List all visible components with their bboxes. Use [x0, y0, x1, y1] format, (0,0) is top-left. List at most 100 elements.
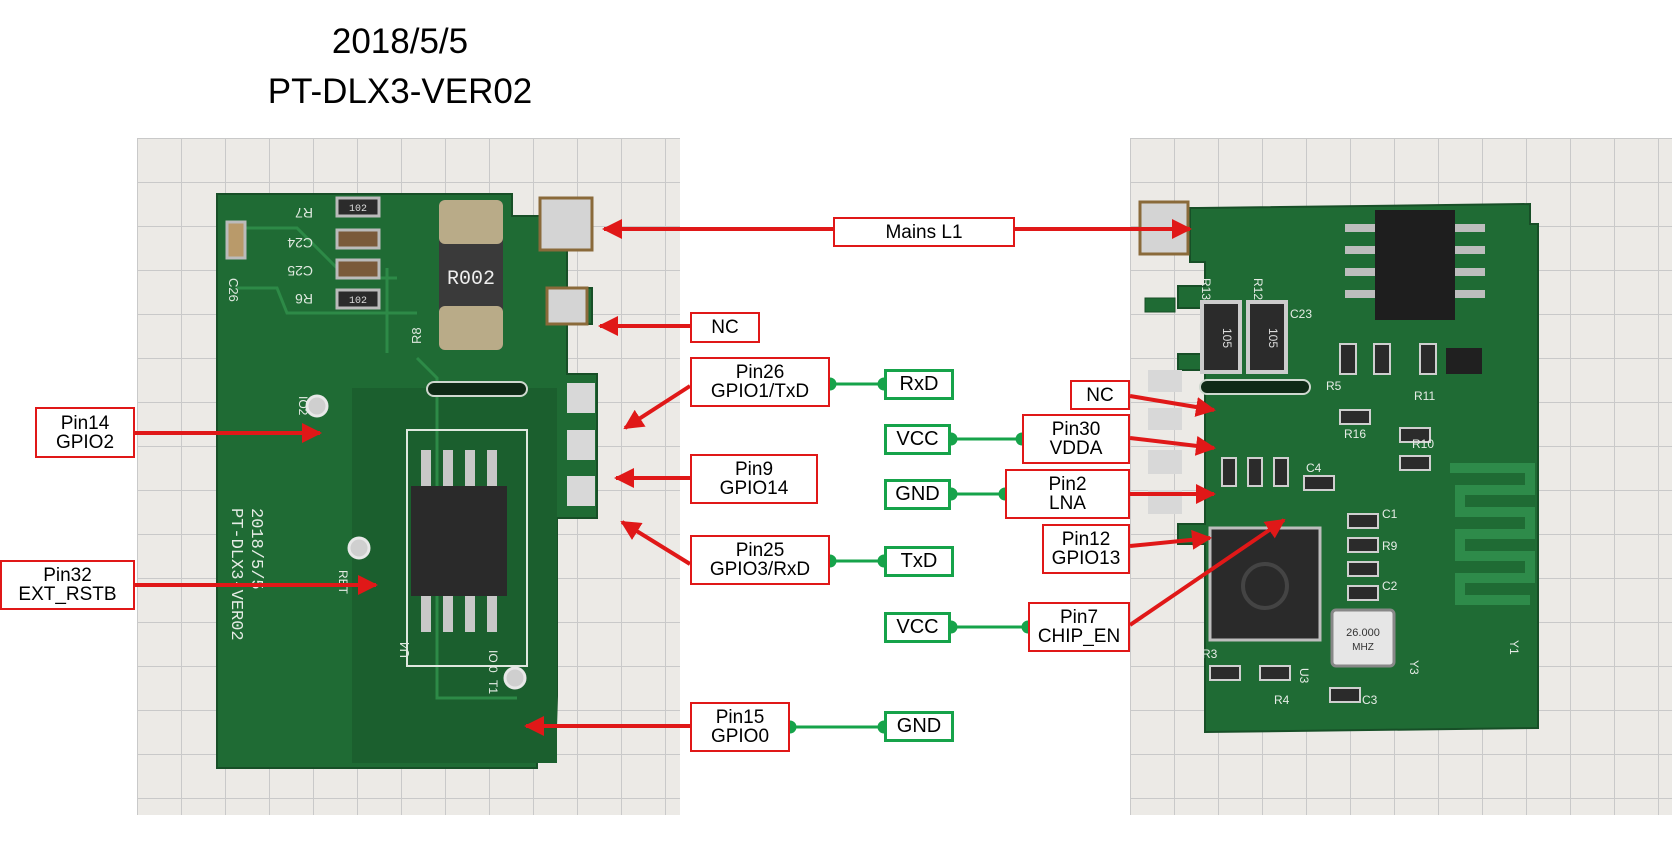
- silk-y3: Y3: [1407, 660, 1421, 675]
- capacitor-c26: [225, 220, 247, 260]
- silk-io2: IO2: [296, 396, 310, 416]
- espressif-logo: [1241, 562, 1289, 610]
- crystal-unit: MHZ: [1352, 642, 1374, 653]
- resistor-102: [335, 196, 381, 218]
- pad-vdda: [1148, 408, 1182, 430]
- silk-r12: R12: [1251, 278, 1265, 300]
- arrow-pin25: [620, 520, 692, 566]
- resistor-r12: [1246, 300, 1288, 374]
- arrow-pin26: [623, 384, 692, 430]
- trace: [237, 286, 417, 315]
- pad-txd: [567, 383, 595, 413]
- resistor-r13: [1200, 300, 1242, 374]
- silk-r5: R5: [1326, 379, 1342, 393]
- silk-r9: R9: [1382, 539, 1398, 553]
- silk-r8: R8: [409, 327, 424, 344]
- capacitor-c24: [335, 228, 381, 250]
- silk-r7: R7: [295, 205, 313, 221]
- silk-io0: IO 0: [486, 650, 500, 673]
- arrow-pin30: [1129, 435, 1216, 456]
- testpoint-io0: [503, 666, 527, 690]
- silk-c2: C2: [1382, 579, 1398, 593]
- board-top-photo: R002 102 102 R7 C24 C25 R6 C26 R8 U4 201…: [137, 138, 680, 815]
- resistor-102b-label: 102: [349, 296, 367, 307]
- silk-r11: R11: [1414, 389, 1435, 403]
- shunt-cap-bottom: [439, 306, 503, 350]
- title-board-name: PT-DLX3-VER02: [267, 72, 533, 111]
- transistor: [1446, 348, 1482, 374]
- resistor-r13-value: 105: [1220, 328, 1234, 348]
- silk-r3: R3: [1202, 647, 1218, 661]
- testpoint-io2: [305, 394, 329, 418]
- silk-date: 2018/5/5: [246, 508, 265, 590]
- board-bottom-photo: 105 105 R13 R12 C23 26.000 MHZ R5 R: [1130, 138, 1672, 815]
- u4-silk-outline: [406, 429, 528, 667]
- arrow-nc-right: [1129, 394, 1216, 417]
- label-rxd: RxD: [884, 369, 954, 400]
- pad-rxd: [567, 476, 595, 506]
- label-txd: TxD: [884, 546, 954, 577]
- title-date: 2018/5/5: [331, 22, 469, 61]
- silk-c3: C3: [1362, 693, 1378, 707]
- shunt-label: R002: [447, 268, 495, 291]
- capacitor-c25: [335, 258, 381, 280]
- esp-chip: [1208, 526, 1322, 642]
- silk-t1: T1: [486, 680, 500, 694]
- small-smd-parts: [1209, 343, 1437, 703]
- board-bottom-drawing: 105 105 R13 R12 C23 26.000 MHZ R5 R: [1138, 200, 1539, 734]
- label-nc-right: NC: [1070, 380, 1130, 410]
- label-vcc-bottom: VCC: [884, 612, 951, 643]
- pad-mains-l1: [538, 196, 594, 252]
- silk-r6: R6: [295, 291, 313, 307]
- shunt-cap-top: [439, 200, 503, 244]
- silk-ret: RET: [336, 570, 350, 595]
- pad-nc: [545, 286, 589, 326]
- label-vcc-top: VCC: [884, 424, 951, 455]
- pad-side-small: [1144, 297, 1176, 313]
- silk-c25: C25: [287, 263, 313, 279]
- u4-chip: [411, 486, 507, 596]
- board-slot: [1199, 379, 1311, 395]
- label-mains-l1: Mains L1: [833, 217, 1015, 247]
- silk-r10: R10: [1412, 437, 1434, 451]
- silk-r13: R13: [1199, 278, 1213, 300]
- silk-c24: C24: [287, 235, 313, 251]
- antenna-trace: [1450, 463, 1535, 605]
- crystal: [1330, 608, 1396, 668]
- arrow-pin12: [1129, 529, 1212, 550]
- silk-c23: C23: [1290, 307, 1312, 321]
- board-top-drawing: R002 102 102 R7 C24 C25 R6 C26 R8 U4 201…: [216, 193, 598, 769]
- testpoint-ret: [347, 536, 371, 560]
- pad-gpio14: [567, 430, 595, 460]
- label-gnd-bottom: GND: [884, 711, 954, 742]
- arrow-pin7: [1128, 518, 1286, 627]
- board-slot: [426, 381, 528, 397]
- label-nc-left: NC: [690, 312, 760, 343]
- silk-r16: R16: [1344, 427, 1366, 441]
- silk-c26: C26: [226, 278, 241, 302]
- ic-8pin: [1375, 210, 1455, 320]
- silk-c1: C1: [1382, 507, 1398, 521]
- silk-c4: C4: [1306, 461, 1322, 475]
- silk-r4: R4: [1274, 693, 1290, 707]
- crystal-frequency: 26.000: [1346, 627, 1380, 639]
- silk-u4: U4: [397, 641, 412, 658]
- resistor-r12-value: 105: [1266, 328, 1280, 348]
- silk-board-name: PT-DLX3-VER02: [226, 508, 245, 641]
- silk-y1: Y1: [1507, 640, 1521, 655]
- label-gnd-mid: GND: [884, 479, 951, 510]
- pad-lna: [1148, 450, 1182, 474]
- u4-pins: [421, 450, 497, 632]
- ic-8pin-leads: [1345, 224, 1485, 298]
